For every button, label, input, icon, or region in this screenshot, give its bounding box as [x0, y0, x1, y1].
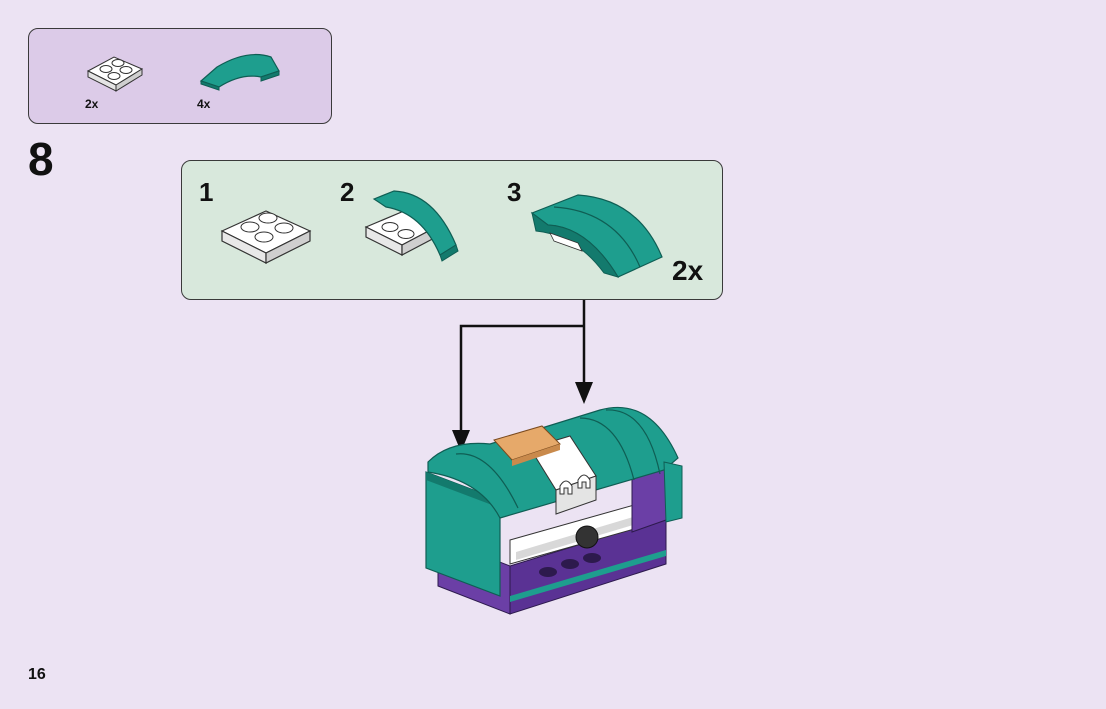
treasure-chest-model [425, 406, 683, 615]
white-plate-2x2-icon [86, 56, 144, 92]
parts-list-callout: 2x 4x [28, 28, 332, 124]
part-quantity-slope: 4x [197, 97, 211, 111]
substep-number-3: 3 [507, 177, 522, 207]
teal-curved-slope-icon [199, 54, 280, 91]
substep-number-2: 2 [340, 177, 355, 207]
double-curved-slope-icon [530, 194, 663, 278]
sub-assembly-multiplier: 2x [672, 255, 704, 286]
step-number: 8 [28, 133, 54, 185]
sub-assembly-callout: 1 2 3 2x [181, 160, 723, 300]
page-number: 16 [28, 666, 46, 683]
part-quantity-plate: 2x [85, 97, 99, 111]
white-plate-icon [220, 210, 312, 264]
substep-number-1: 1 [199, 177, 214, 207]
plate-with-curved-slope-icon [364, 190, 459, 262]
